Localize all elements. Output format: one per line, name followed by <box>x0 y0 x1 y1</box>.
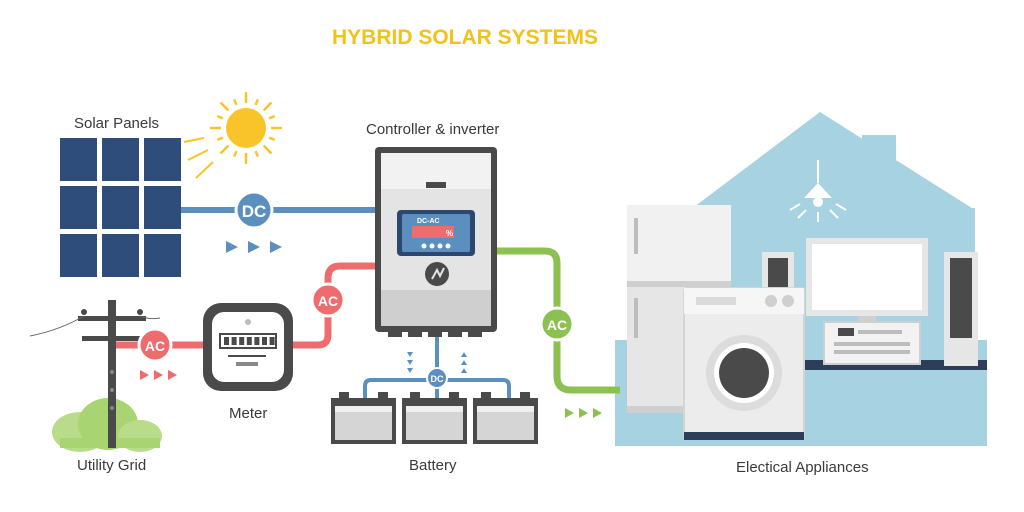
battery-bank-icon <box>331 392 538 444</box>
utility-pole-icon <box>29 300 162 452</box>
inverter-mode-text: DC-AC <box>417 218 440 225</box>
ceiling-lamp-icon <box>789 160 847 222</box>
ac-badge-inverter-out-text: AC <box>547 317 567 333</box>
utility-grid-label: Utility Grid <box>77 457 147 474</box>
dc-badge-main: DC <box>234 190 274 230</box>
solar-panels-icon <box>60 138 181 280</box>
ac-badge-inverter-out: AC <box>539 306 575 342</box>
inverter-icon <box>375 147 497 337</box>
dc-badge-main-text: DC <box>242 202 267 221</box>
battery-flow-arrows <box>407 352 467 373</box>
ac-badge-grid-text: AC <box>145 338 165 354</box>
inverter-unit-text: % <box>446 229 453 238</box>
dc-badge-battery-text: DC <box>431 374 444 384</box>
dc-flow-arrows <box>226 241 282 253</box>
speaker-right-icon <box>944 252 978 366</box>
washing-machine-icon <box>683 287 805 440</box>
solar-panels-label: Solar Panels <box>74 115 160 132</box>
controller-label: Controller & inverter <box>366 121 500 138</box>
ac-grid-flow-arrows <box>140 370 177 380</box>
sun-icon <box>183 92 282 179</box>
television-icon <box>806 238 928 322</box>
diagram-title: HYBRID SOLAR SYSTEMS <box>331 26 599 49</box>
electric-meter-icon <box>203 303 293 391</box>
ac-badge-inverter-in: AC <box>310 282 346 318</box>
appliances-label: Electical Appliances <box>736 459 869 476</box>
ac-badge-inverter-in-text: AC <box>318 293 338 309</box>
stereo-system-icon <box>823 321 921 365</box>
meter-label: Meter <box>229 405 268 422</box>
dc-badge-battery: DC <box>426 367 448 389</box>
ac-output-flow-arrows <box>565 408 602 418</box>
battery-label: Battery <box>409 457 457 474</box>
ac-badge-grid: AC <box>137 327 173 363</box>
